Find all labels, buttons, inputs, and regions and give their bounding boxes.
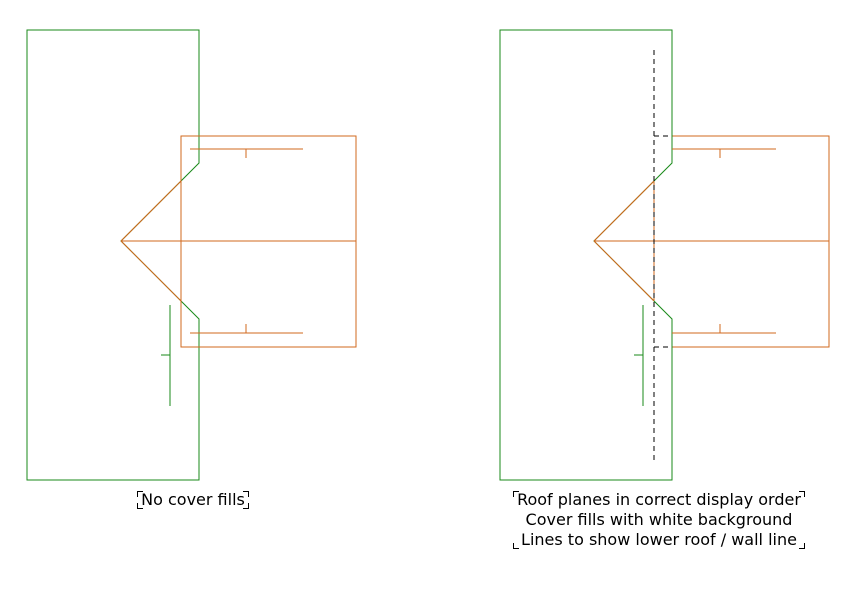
roof-valley-lower — [593, 240, 655, 302]
roof-valley-upper — [120, 180, 182, 242]
caption-right: Roof planes in correct display order Cov… — [486, 490, 832, 550]
caption-text: Roof planes in correct display order — [517, 490, 801, 509]
panel-with-cover-fills — [499, 29, 830, 481]
roof-valley-upper — [593, 180, 655, 242]
caption-left: No cover fills — [40, 490, 346, 510]
wall-outline — [26, 29, 200, 481]
panel-no-cover-fills — [26, 29, 357, 481]
caption-right-box: Roof planes in correct display order Cov… — [513, 490, 805, 550]
caption-text: Cover fills with white background — [525, 510, 793, 529]
caption-text: Lines to show lower roof / wall line — [521, 530, 797, 549]
roof-valley-lower — [120, 240, 182, 302]
caption-left-box: No cover fills — [137, 490, 249, 510]
wall-cover-fill — [499, 29, 673, 481]
caption-text: No cover fills — [141, 490, 245, 509]
